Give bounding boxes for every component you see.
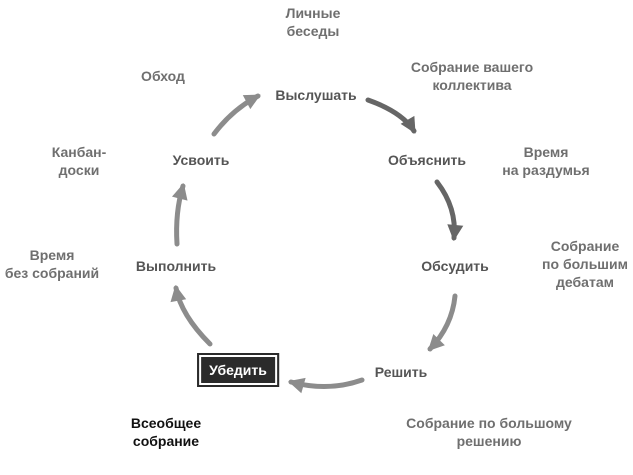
annotation-decision-meeting: Собрание по большому решению	[406, 414, 572, 450]
annotation-line: на раздумья	[502, 162, 590, 178]
annotation-line: доски	[58, 162, 100, 178]
node-convince-highlighted: Убедить	[197, 353, 279, 387]
arrow-head	[400, 115, 416, 134]
annotation-line: решению	[456, 433, 522, 449]
arrow-head	[288, 377, 306, 394]
arrow-execute-to-learn	[171, 183, 188, 247]
annotation-line: Личные	[285, 5, 341, 21]
annotation-personal-talks: Личные беседы	[286, 4, 341, 40]
node-listen: Выслушать	[275, 87, 357, 103]
arrow-convince-to-execute	[170, 285, 213, 347]
annotation-time-to-think: Время на раздумья	[502, 143, 589, 179]
annotation-walkaround: Обход	[141, 67, 185, 85]
annotation-line: без собраний	[4, 265, 100, 281]
annotation-kanban-boards: Канбан- доски	[52, 143, 107, 179]
annotation-line: Обход	[141, 68, 185, 84]
annotation-line: Время	[29, 247, 75, 263]
annotation-debate-meeting: Собрание по большим дебатам	[542, 237, 628, 291]
arrow-head	[242, 94, 261, 110]
node-discuss: Обсудить	[421, 258, 489, 274]
annotation-line: беседы	[286, 23, 340, 39]
arrow-listen-to-explain	[365, 97, 417, 134]
annotation-general-meeting: Всеобщее собрание	[131, 414, 201, 450]
annotation-line: по большим	[542, 256, 628, 272]
arrow-head	[427, 334, 445, 352]
node-decide: Решить	[374, 364, 428, 380]
node-execute: Выполнить	[135, 258, 217, 274]
node-explain: Объяснить	[387, 152, 467, 168]
arrow-discuss-to-decide	[427, 293, 458, 352]
annotation-line: Собрание	[550, 238, 620, 254]
annotation-line: собрание	[132, 433, 200, 449]
arrow-head	[447, 224, 464, 241]
node-learn: Усвоить	[172, 152, 230, 168]
arrow-head	[170, 285, 187, 303]
annotation-line: Канбан-	[51, 144, 107, 160]
annotation-team-meeting: Собрание вашего коллектива	[411, 58, 533, 94]
arrow-learn-to-listen	[211, 93, 261, 137]
annotation-line: Всеобщее	[130, 415, 202, 431]
annotation-line: Собрание вашего	[410, 59, 534, 75]
arrow-head	[171, 183, 188, 201]
arrow-explain-to-discuss	[434, 179, 464, 241]
annotation-line: коллектива	[432, 77, 512, 93]
annotation-time-without-meetings: Время без собраний	[5, 246, 99, 282]
annotation-line: Время	[523, 144, 569, 160]
annotation-line: дебатам	[556, 274, 614, 290]
arrow-decide-to-convince	[288, 377, 365, 394]
annotation-line: Собрание по большому	[406, 415, 572, 431]
